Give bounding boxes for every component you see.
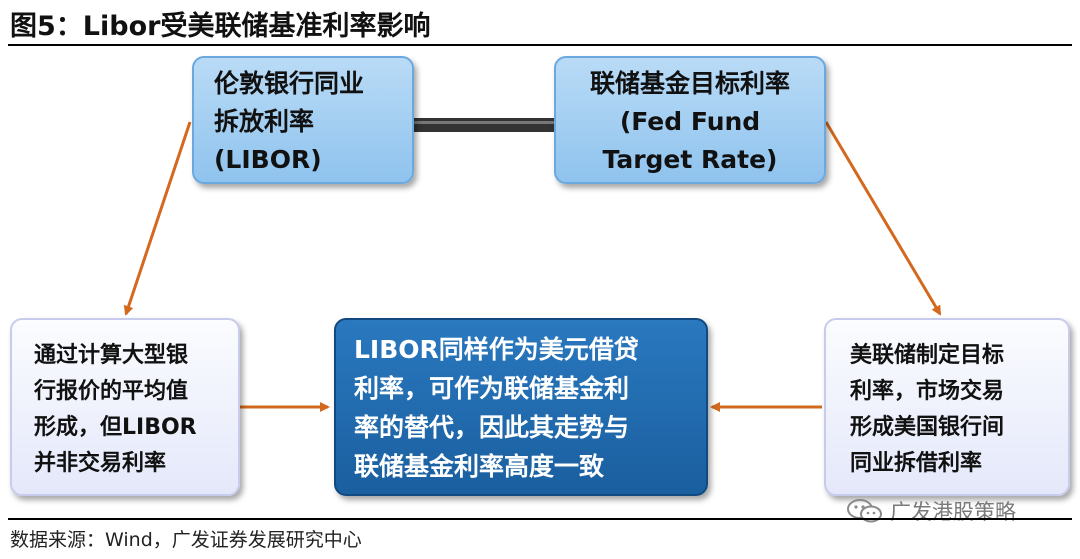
fed-funds-box: 联储基金目标利率 (Fed Fund Target Rate) — [554, 56, 826, 184]
bottom-rule — [8, 518, 1072, 520]
center-line-1: LIBOR同样作为美元借贷 — [354, 335, 639, 364]
link-bar — [414, 118, 554, 132]
right-line-2: 利率，市场交易 — [850, 379, 1005, 404]
libor-box: 伦敦银行同业 拆放利率 (LIBOR) — [192, 56, 414, 184]
link-bar-highlight — [414, 121, 554, 124]
libor-line-2: 拆放利率 — [214, 107, 315, 136]
fed-line-1: 联储基金目标利率 — [589, 69, 790, 98]
top-rule — [8, 44, 1072, 46]
right-line-3: 形成美国银行间 — [850, 415, 1005, 440]
conclusion-box: LIBOR同样作为美元借贷 利率，可作为联储基金利 率的替代，因此其走势与 联储… — [334, 318, 708, 496]
right-line-4: 同业拆借利率 — [850, 451, 983, 476]
fed-target-box: 美联储制定目标 利率，市场交易 形成美国银行间 同业拆借利率 — [824, 318, 1070, 496]
figure-title: 图5：Libor受美联储基准利率影响 — [10, 11, 431, 42]
libor-formation-box: 通过计算大型银 行报价的平均值 形成，但LIBOR 并非交易利率 — [10, 318, 240, 496]
left-line-2: 行报价的平均值 — [34, 379, 189, 404]
center-line-2: 利率，可作为联储基金利 — [354, 374, 630, 403]
center-line-4: 联储基金利率高度一致 — [354, 452, 605, 481]
right-line-1: 美联储制定目标 — [850, 343, 1005, 368]
watermark-text: 广发港股策略 — [890, 500, 1016, 524]
arrow-fed-to-right — [824, 121, 942, 316]
fed-line-3: Target Rate) — [602, 145, 778, 174]
fed-line-2: (Fed Fund — [619, 107, 761, 136]
arrow-libor-to-left — [123, 121, 192, 316]
libor-line-1: 伦敦银行同业 — [214, 69, 365, 98]
left-line-3: 形成，但LIBOR — [34, 415, 197, 440]
wechat-icon — [847, 499, 882, 523]
watermark: 广发港股策略 — [846, 496, 1016, 526]
center-line-3: 率的替代，因此其走势与 — [354, 413, 630, 442]
libor-line-3: (LIBOR) — [214, 145, 322, 174]
source-note: 数据来源：Wind，广发证券发展研究中心 — [10, 529, 362, 551]
left-line-1: 通过计算大型银 — [34, 343, 189, 368]
left-line-4: 并非交易利率 — [34, 451, 167, 476]
